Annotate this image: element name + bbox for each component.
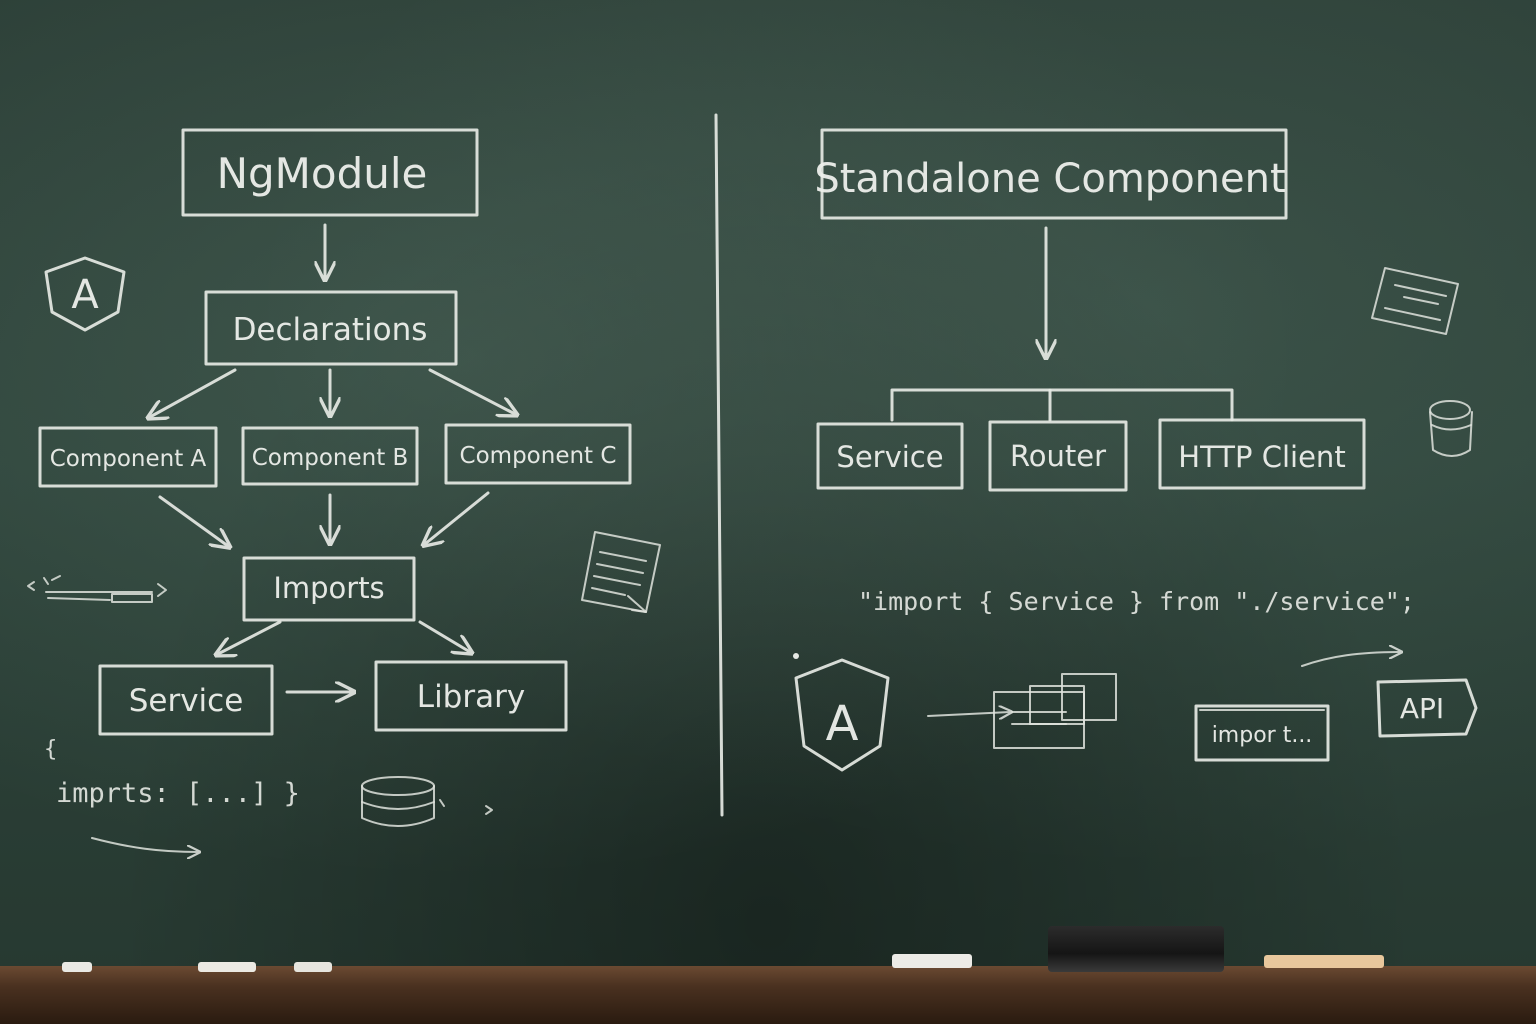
database-icon [361,776,493,827]
stacked-window-icon [993,673,1117,749]
import-box-label: impor t... [1212,723,1313,748]
chalk-piece [198,962,256,972]
arrow-to-component-c [428,368,515,414]
library-label: Library [417,679,525,715]
chalk-piece [1264,955,1384,968]
left-service-box: Service [98,664,274,736]
left-angular-letter: A [71,272,99,318]
component-a-label: Component A [50,446,207,472]
left-snippet-brace: { [44,737,57,762]
chalk-piece [294,962,332,972]
ngmodule-box: NgModule [181,128,479,217]
arrow-imports-to-service [218,620,282,654]
chalk-dot [793,653,799,659]
chalk-piece [892,954,972,968]
arrow-to-api [1301,652,1400,667]
router-box: Router [988,420,1128,492]
window-icon [1371,267,1459,335]
component-b-label: Component B [252,445,409,471]
arrow-c-to-imports [425,491,490,544]
api-box: API [1376,678,1478,738]
import-line: "import { Service } from "./service"; [858,587,1415,616]
library-box: Library [374,660,568,732]
arrow-imports-to-library [418,620,470,652]
arrow-to-component-a [150,368,237,417]
standalone-title: Standalone Component [814,156,1285,202]
arrow-logo-to-window [927,712,1010,716]
storage-icon [1429,400,1473,457]
right-service-label: Service [836,440,943,474]
api-label: API [1400,692,1444,725]
imports-box: Imports [242,556,416,622]
component-b-box: Component B [241,426,419,486]
provider-bracket [890,388,1234,422]
chalk-eraser [1048,926,1224,972]
arrow-a-to-imports [158,495,228,546]
center-divider [714,113,724,817]
declarations-box: Declarations [204,290,458,366]
http-client-label: HTTP Client [1178,440,1345,474]
declarations-label: Declarations [233,312,428,348]
right-angular-letter: A [826,696,859,752]
chalk-piece [62,962,92,972]
right-angular-logo-icon: A [794,658,890,772]
router-label: Router [1010,439,1106,473]
left-snippet-arrow [91,837,198,852]
imports-label: Imports [273,571,384,605]
right-service-box: Service [816,422,964,490]
standalone-component-box: Standalone Component [814,128,1288,220]
http-client-box: HTTP Client [1158,418,1366,490]
document-icon [581,531,661,613]
chalk-ledge [0,966,1536,1024]
ngmodule-title: NgModule [217,149,428,198]
left-snippet-text: imprts: [...] } [56,778,300,809]
angular-logo-icon: A [44,256,126,332]
import-box: impor t... [1194,704,1330,762]
component-a-box: Component A [38,426,218,488]
left-service-label: Service [129,683,244,719]
component-c-label: Component C [460,443,617,469]
code-snippet-icon [27,575,167,603]
component-c-box: Component C [444,423,632,485]
